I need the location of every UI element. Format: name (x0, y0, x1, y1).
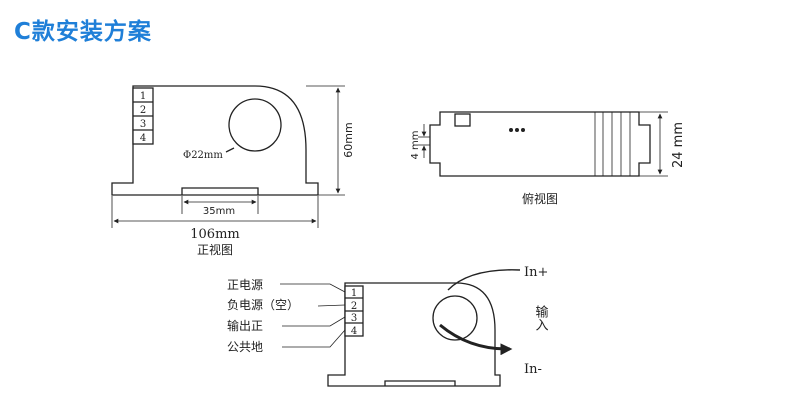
top-view-left-dim-label: 4 mm (410, 130, 421, 159)
top-view-dimensions (418, 111, 668, 177)
top-view-right-dim-label: 24 mm (671, 122, 686, 168)
wiring-view (327, 282, 501, 387)
front-view-slot (181, 187, 259, 195)
terminal-common-ground: 公共地 (227, 340, 263, 354)
front-view-caption: 正视图 (197, 242, 233, 257)
input-label: 输入 (533, 304, 549, 331)
top-view-clip (454, 113, 471, 127)
top-view (429, 111, 651, 177)
front-pin-4: 4 (140, 133, 146, 144)
wiring-pin-1: 1 (351, 288, 357, 299)
input-conductor-through (439, 323, 513, 356)
top-view-dots (509, 128, 525, 132)
wiring-view-slot (384, 380, 456, 386)
front-view-hole (228, 98, 282, 152)
wiring-pin-2: 2 (351, 301, 357, 312)
front-pin-1: 1 (140, 91, 146, 102)
wiring-pin-4: 4 (351, 326, 357, 337)
page-title: C款安装方案 (14, 19, 152, 45)
width-dim-label: 106mm (190, 227, 239, 242)
front-pin-3: 3 (140, 119, 146, 130)
top-view-caption: 俯视图 (522, 191, 558, 206)
wiring-pin-labels: 1 2 3 4 (351, 288, 357, 337)
terminal-negative-power: 负电源（空） (227, 298, 299, 312)
front-view (111, 85, 319, 196)
front-pin-2: 2 (140, 105, 146, 116)
terminal-output-positive: 输出正 (227, 318, 263, 333)
height-dim-label: 60mm (342, 122, 355, 157)
wiring-view-body (327, 282, 501, 387)
hole-diameter-label: Φ22mm (183, 150, 223, 161)
front-view-body (111, 85, 319, 196)
in-minus-label: In- (524, 362, 542, 377)
input-conductor-in (447, 269, 521, 291)
in-plus-label: In+ (524, 265, 548, 280)
terminal-positive-power: 正电源 (227, 278, 263, 292)
top-view-body (429, 111, 651, 177)
front-view-pin-labels: 1 2 3 4 (140, 91, 146, 144)
front-view-dimensions (111, 85, 345, 228)
wiring-leader-lines (280, 283, 346, 348)
wiring-view-hole (432, 295, 478, 341)
slot-dim-label: 35mm (203, 206, 235, 217)
wiring-pin-3: 3 (351, 313, 357, 324)
